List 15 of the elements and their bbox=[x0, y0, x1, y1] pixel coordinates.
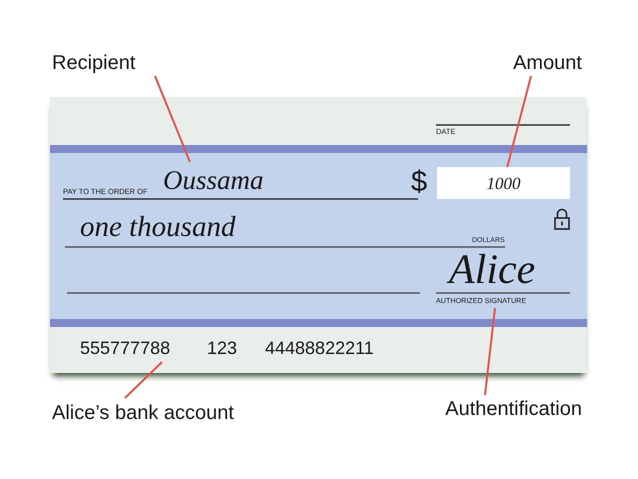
dollar-sign: $ bbox=[411, 168, 428, 197]
handwritten-amount: one thousand bbox=[80, 213, 236, 242]
leader-line bbox=[506, 76, 532, 168]
routing-number: 44488822211 bbox=[265, 339, 374, 357]
handwritten-name: Oussama bbox=[163, 167, 264, 194]
leader-line bbox=[124, 361, 163, 399]
amount-field: 1000 bbox=[437, 167, 570, 199]
check-number: 123 bbox=[207, 339, 238, 357]
callout-label: Amount bbox=[513, 53, 582, 73]
callout-label: Alice’s bank account bbox=[52, 403, 234, 423]
leader-line bbox=[154, 76, 191, 162]
signature: Alice bbox=[449, 249, 536, 291]
account-number: 555777788 bbox=[80, 339, 170, 357]
callout-label: Authentification bbox=[445, 399, 582, 419]
callout-label: Recipient bbox=[52, 53, 136, 73]
